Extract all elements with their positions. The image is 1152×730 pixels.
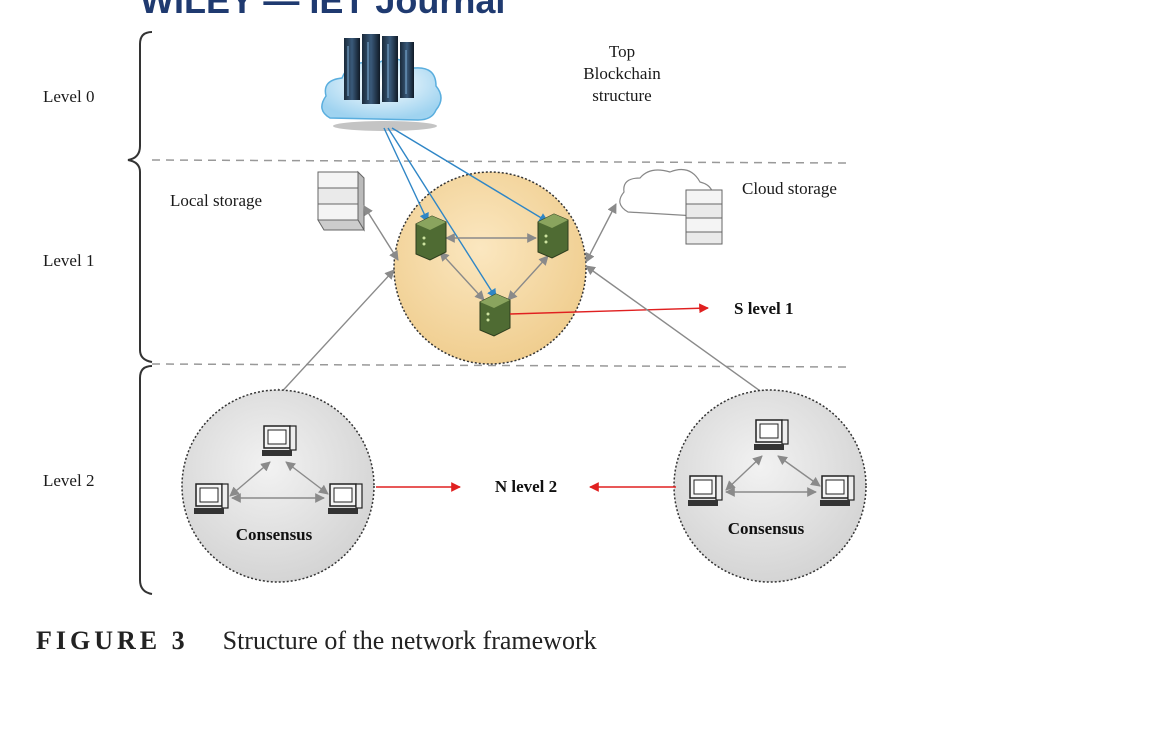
consensus-label-right: Consensus [728, 519, 805, 538]
local-storage-icon [317, 170, 365, 232]
server-icon-left [415, 215, 447, 261]
cloud-server-icon [321, 34, 442, 131]
computer-icon-right-left [688, 475, 723, 506]
level1-node-circle [393, 171, 587, 365]
figure-caption-text: Structure of the network framework [222, 626, 597, 655]
server-icon-right [537, 213, 569, 259]
computer-icon-left-left [194, 483, 229, 514]
cloud-storage-label: Cloud storage [742, 179, 837, 198]
top-label-line1: Top [609, 42, 635, 61]
local-storage-label: Local storage [170, 191, 262, 210]
consensus-circle-right [673, 389, 867, 583]
top-label-line3: structure [592, 86, 651, 105]
computer-icon-right-top [754, 419, 789, 450]
s-level-label: S level 1 [734, 299, 794, 318]
separator-level0-1 [151, 159, 849, 164]
computer-icon-left-right [328, 483, 363, 514]
computer-icon-right-right [820, 475, 855, 506]
figure-caption-label: FIGURE 3 [36, 626, 189, 655]
computer-icon-left-top [262, 425, 297, 456]
level2-label: Level 2 [43, 471, 94, 490]
figure-caption: FIGURE 3 Structure of the network framewo… [36, 626, 597, 656]
network-framework-diagram: Level 0 Level 1 Level 2 Top Blockchain s… [43, 31, 867, 595]
server-icon-bottom [479, 293, 511, 337]
brace-level0 [127, 31, 153, 363]
cloud-storage-icon [619, 169, 723, 245]
consensus-label-left: Consensus [236, 525, 313, 544]
brace-level2 [139, 365, 153, 595]
page-header-fragment: WILEY — IET Journal [140, 0, 506, 21]
level0-label: Level 0 [43, 87, 94, 106]
top-label-line2: Blockchain [583, 64, 661, 83]
separator-level1-2 [151, 363, 849, 368]
consensus-circle-left [181, 389, 375, 583]
n-level-label: N level 2 [495, 477, 557, 496]
level1-label: Level 1 [43, 251, 94, 270]
